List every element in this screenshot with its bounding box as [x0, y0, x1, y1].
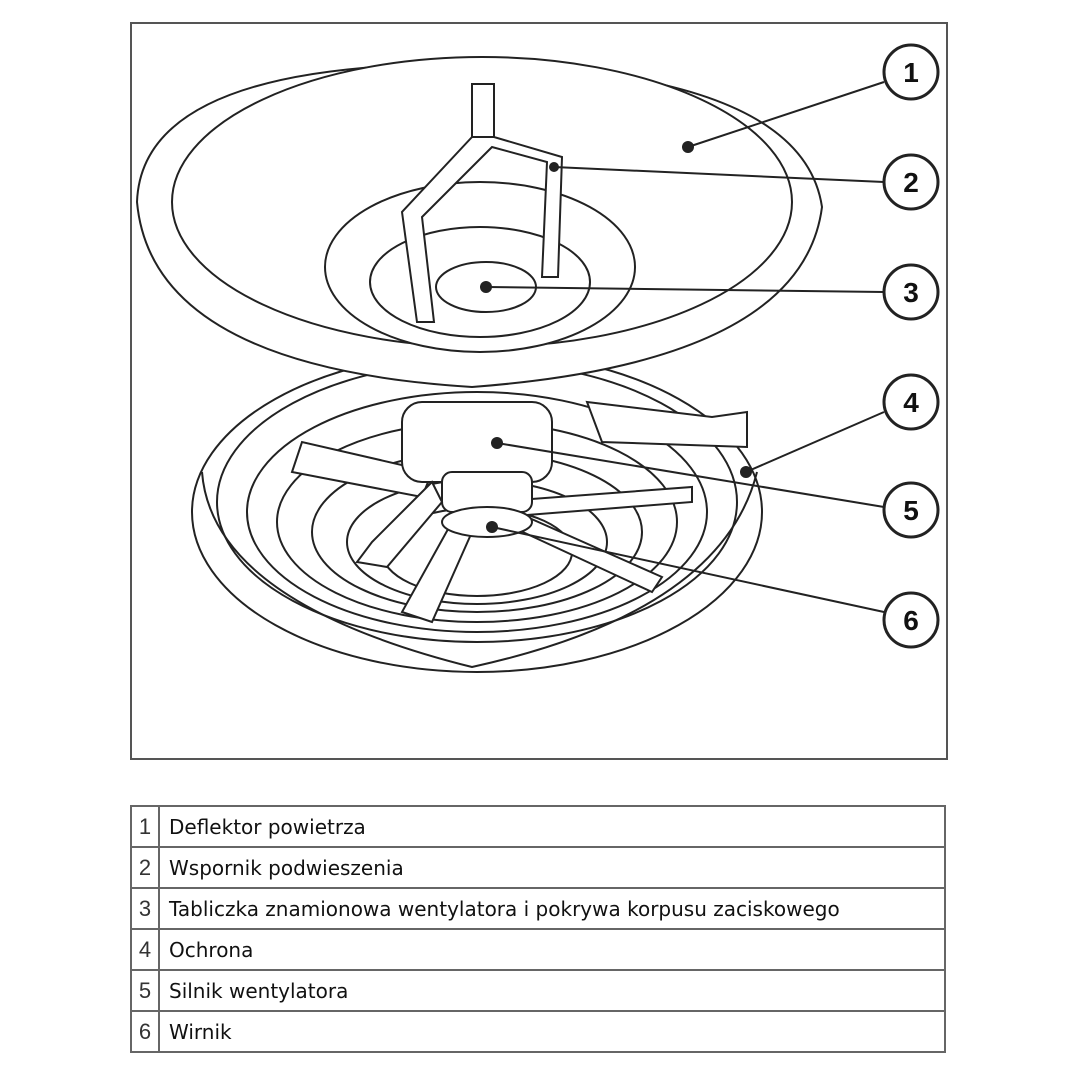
legend-number: 3 [130, 887, 160, 930]
fan-diagram: 1 2 3 4 5 6 [130, 22, 948, 760]
legend-label: Silnik wentylatora [158, 969, 946, 1012]
legend-label: Tabliczka znamionowa wentylatora i pokry… [158, 887, 946, 930]
legend-label: Wirnik [158, 1010, 946, 1053]
leader-lines [485, 81, 885, 613]
motor [355, 400, 748, 569]
callout-5: 5 [903, 495, 919, 526]
legend-number: 6 [130, 1010, 160, 1053]
legend-label: Wspornik podwieszenia [158, 846, 946, 889]
legend-label: Deflektor powietrza [158, 805, 946, 848]
legend-number: 1 [130, 805, 160, 848]
legend-number: 4 [130, 928, 160, 971]
callout-1: 1 [903, 57, 919, 88]
impeller [290, 440, 693, 624]
callout-2: 2 [903, 167, 919, 198]
callout-3: 3 [903, 277, 919, 308]
legend-number: 5 [130, 969, 160, 1012]
legend-number: 2 [130, 846, 160, 889]
suspension-bracket [400, 83, 564, 323]
legend-label: Ochrona [158, 928, 946, 971]
callout-6: 6 [903, 605, 919, 636]
callout-4: 4 [903, 387, 919, 418]
